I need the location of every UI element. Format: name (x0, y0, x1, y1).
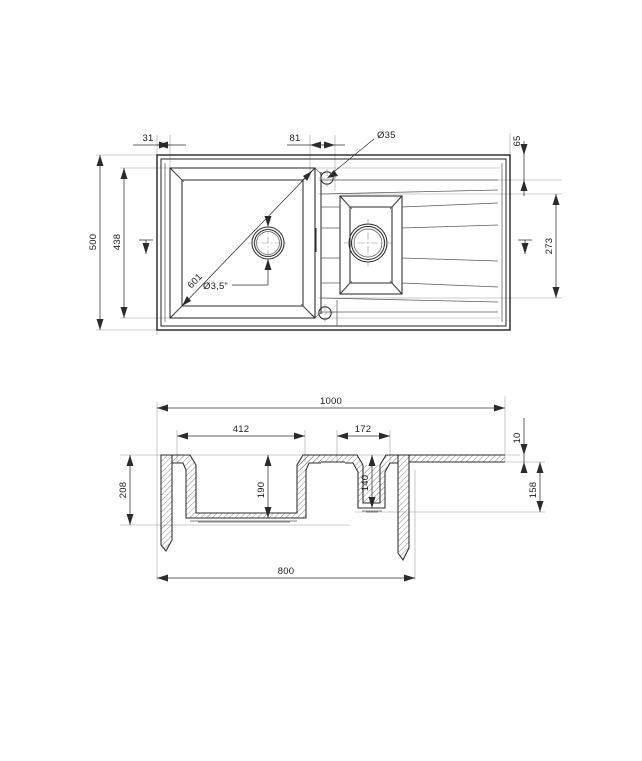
section-hatched-body (160, 454, 505, 562)
dim-31: 31 (133, 133, 186, 149)
dim-hole-diameter: Ø35 (327, 130, 396, 178)
dim-label-800: 800 (278, 566, 294, 577)
dim-81: 81 (287, 133, 345, 149)
dim-800: 800 (157, 566, 415, 582)
dim-label-1000: 1000 (320, 396, 342, 407)
dim-158: 158 (528, 462, 544, 512)
dim-label-drain: Ø3,5" (203, 281, 228, 292)
dim-label-65: 65 (512, 136, 523, 147)
bowl-divider (314, 167, 322, 319)
dim-208: 208 (118, 455, 134, 525)
dim-438: 438 (112, 168, 153, 318)
dim-273: 273 (518, 194, 560, 298)
dim-label-172: 172 (355, 424, 371, 435)
drainboard-grooves (320, 179, 499, 313)
second-bowl-drain (344, 219, 392, 267)
section-view: 1000 412 172 10 158 (118, 396, 545, 582)
dim-500: 500 (88, 155, 104, 330)
dim-140: 140 (360, 455, 376, 508)
dim-label-81: 81 (290, 133, 301, 144)
sink-outer-rim (156, 154, 511, 331)
dim-label-140: 140 (360, 475, 371, 491)
dim-drain-diameter: Ø3,5" (203, 216, 272, 292)
dim-412: 412 (177, 424, 305, 440)
second-bowl-top (339, 195, 403, 295)
dim-190: 190 (256, 455, 272, 518)
dim-label-31: 31 (143, 133, 154, 144)
dim-label-412: 412 (233, 424, 249, 435)
dim-label-500: 500 (88, 234, 99, 250)
dim-1000: 1000 (157, 396, 505, 412)
dim-172: 172 (337, 424, 390, 440)
dim-label-hole: Ø35 (377, 130, 396, 141)
faucet-hole (318, 169, 336, 187)
top-view: 601 31 81 Ø35 500 (88, 130, 562, 335)
dim-10: 10 (512, 418, 528, 473)
secondary-hole (316, 300, 338, 326)
dim-label-190: 190 (256, 482, 267, 498)
dim-label-438: 438 (112, 234, 123, 250)
dim-65: 65 (512, 136, 528, 196)
dim-label-273: 273 (544, 238, 555, 254)
dim-label-158: 158 (528, 482, 539, 498)
dim-label-10: 10 (512, 433, 523, 444)
dim-label-208: 208 (118, 482, 129, 498)
